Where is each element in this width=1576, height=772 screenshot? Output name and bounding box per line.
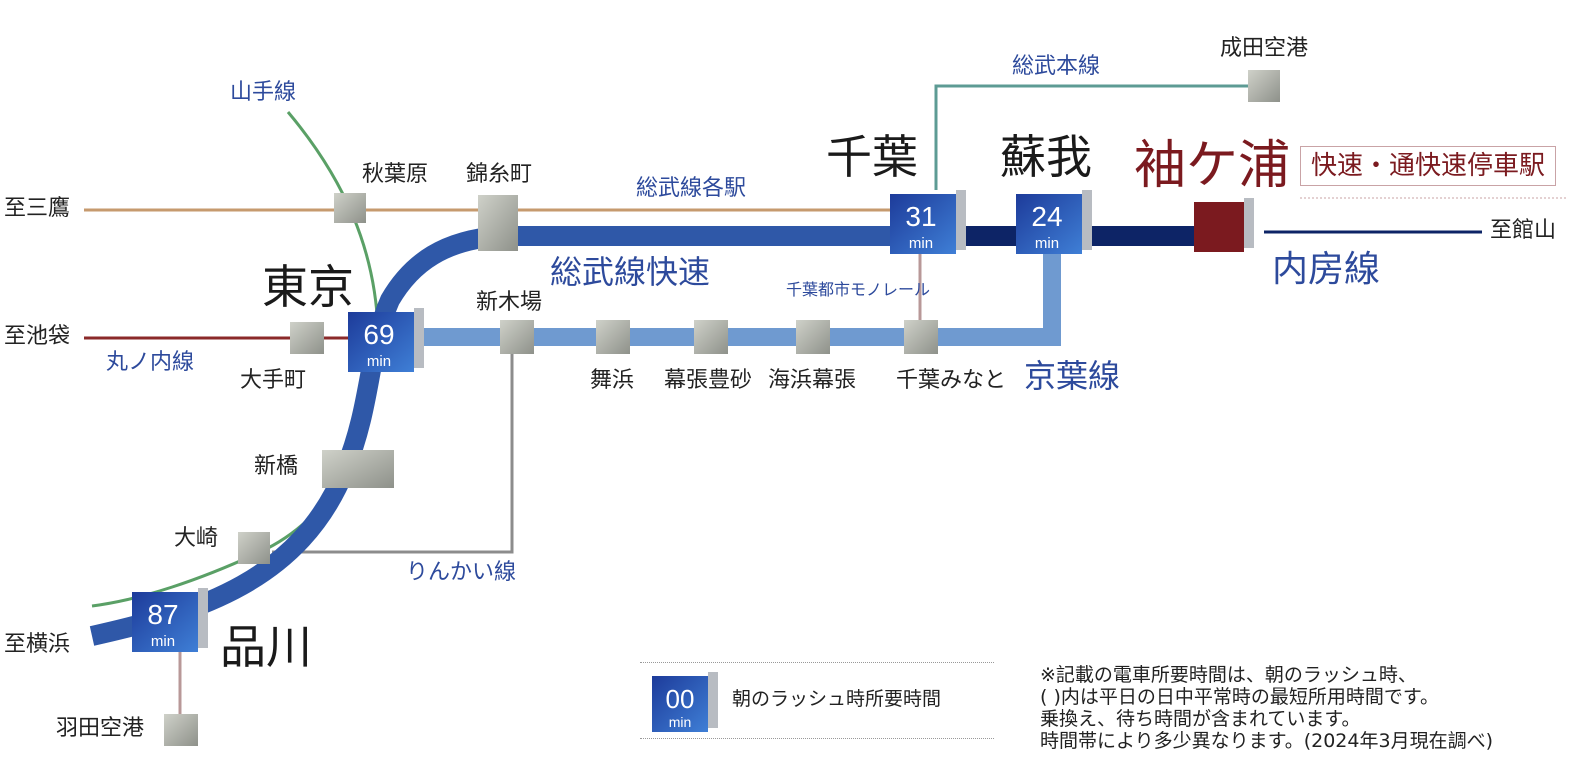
station-label-osaki: 大崎 bbox=[174, 526, 219, 551]
station-label-otemachi: 大手町 bbox=[240, 368, 307, 393]
sobu-rapid-line bbox=[89, 226, 912, 646]
line-label-yamanote: 山手線 bbox=[230, 80, 297, 105]
direction-yokohama: 至横浜 bbox=[4, 632, 71, 657]
time-value-soga: 24 bbox=[1031, 201, 1062, 232]
station-label-kinshicho: 錦糸町 bbox=[466, 162, 533, 187]
time-box-soga: 24 min bbox=[1016, 190, 1092, 254]
footnote-line: 乗換え、待ち時間が含まれています。 bbox=[1040, 708, 1361, 730]
station-box-kaihin-makuhari bbox=[796, 320, 830, 354]
station-label-shinbashi: 新橋 bbox=[254, 454, 299, 479]
time-unit-soga: min bbox=[1035, 235, 1059, 252]
station-label-kaihin-makuhari: 海浜幕張 bbox=[768, 368, 857, 393]
station-label-tokyo: 東京 bbox=[262, 260, 354, 314]
legend-top-rule bbox=[640, 662, 994, 663]
time-box-tokyo: 69 min bbox=[348, 308, 424, 372]
rinkai-line bbox=[272, 338, 514, 554]
station-label-sodegaura: 袖ケ浦 bbox=[1134, 136, 1291, 196]
line-label-monorail: 千葉都市モノレール bbox=[786, 280, 931, 299]
station-label-shinagawa: 品川 bbox=[220, 620, 312, 674]
station-box-makuhari-toyosuna bbox=[694, 320, 728, 354]
station-box-shinkiba bbox=[500, 320, 534, 354]
station-label-makuhari-toyosuna: 幕張豊砂 bbox=[664, 368, 753, 393]
direction-tateyama: 至館山 bbox=[1490, 218, 1557, 243]
footnote-line: 時間帯により多少異なります。(2024年3月現在調べ) bbox=[1040, 730, 1493, 752]
station-box-osaki bbox=[238, 532, 270, 564]
line-label-marunouchi: 丸ノ内線 bbox=[106, 350, 195, 375]
legend-sample-value: 00 bbox=[666, 684, 695, 714]
station-label-narita: 成田空港 bbox=[1220, 36, 1309, 61]
direction-ikebukuro: 至池袋 bbox=[4, 324, 71, 349]
time-unit-chiba: min bbox=[909, 235, 933, 252]
station-box-shinbashi bbox=[322, 450, 394, 488]
time-value-shinagawa: 87 bbox=[147, 599, 178, 630]
station-label-chiba-minato: 千葉みなと bbox=[896, 368, 1007, 393]
station-box-sodegaura bbox=[1194, 198, 1254, 252]
station-box-kinshicho bbox=[478, 195, 518, 251]
sobu-main-line bbox=[934, 84, 1262, 190]
rapid-stop-badge: 快速・通快速停車駅 bbox=[1300, 146, 1557, 186]
footnote-line: ※記載の電車所要時間は、朝のラッシュ時、 bbox=[1040, 664, 1417, 686]
legend-bottom-rule bbox=[640, 738, 994, 739]
station-label-akihabara: 秋葉原 bbox=[362, 162, 429, 187]
direction-mitaka: 至三鷹 bbox=[4, 196, 71, 221]
time-unit-shinagawa: min bbox=[151, 633, 175, 650]
station-box-chiba-minato bbox=[904, 320, 938, 354]
line-label-keiyo: 京葉線 bbox=[1024, 357, 1121, 395]
footnote: ※記載の電車所要時間は、朝のラッシュ時、 ( )内は平日の日中平常時の最短所用時… bbox=[1040, 664, 1570, 752]
station-label-soga: 蘇我 bbox=[1000, 130, 1092, 184]
time-unit-tokyo: min bbox=[367, 353, 391, 370]
line-label-sobu-rapid: 総武線快速 bbox=[550, 253, 711, 291]
line-label-sobu-main: 総武本線 bbox=[1012, 54, 1101, 79]
time-value-chiba: 31 bbox=[905, 201, 936, 232]
legend-label: 朝のラッシュ時所要時間 bbox=[732, 688, 942, 710]
station-box-akihabara bbox=[334, 193, 366, 223]
station-box-haneda bbox=[164, 714, 198, 746]
line-label-sobu-local: 総武線各駅 bbox=[636, 176, 747, 201]
time-value-tokyo: 69 bbox=[363, 319, 394, 350]
station-label-haneda: 羽田空港 bbox=[56, 716, 145, 741]
legend-sample-unit: min bbox=[669, 714, 692, 730]
station-label-chiba: 千葉 bbox=[826, 130, 918, 184]
time-box-shinagawa: 87 min bbox=[132, 588, 208, 652]
legend-sample-box: 00 min bbox=[652, 672, 718, 732]
footnote-line: ( )内は平日の日中平常時の最短所用時間です。 bbox=[1040, 686, 1439, 708]
station-label-shinkiba: 新木場 bbox=[476, 290, 543, 315]
station-box-narita bbox=[1248, 70, 1280, 102]
station-box-maihama bbox=[596, 320, 630, 354]
line-label-uchibo: 内房線 bbox=[1272, 249, 1381, 290]
station-label-maihama: 舞浜 bbox=[590, 368, 635, 393]
station-box-otemachi bbox=[290, 322, 324, 354]
line-label-rinkai: りんかい線 bbox=[406, 560, 517, 585]
time-box-chiba: 31 min bbox=[890, 190, 966, 254]
